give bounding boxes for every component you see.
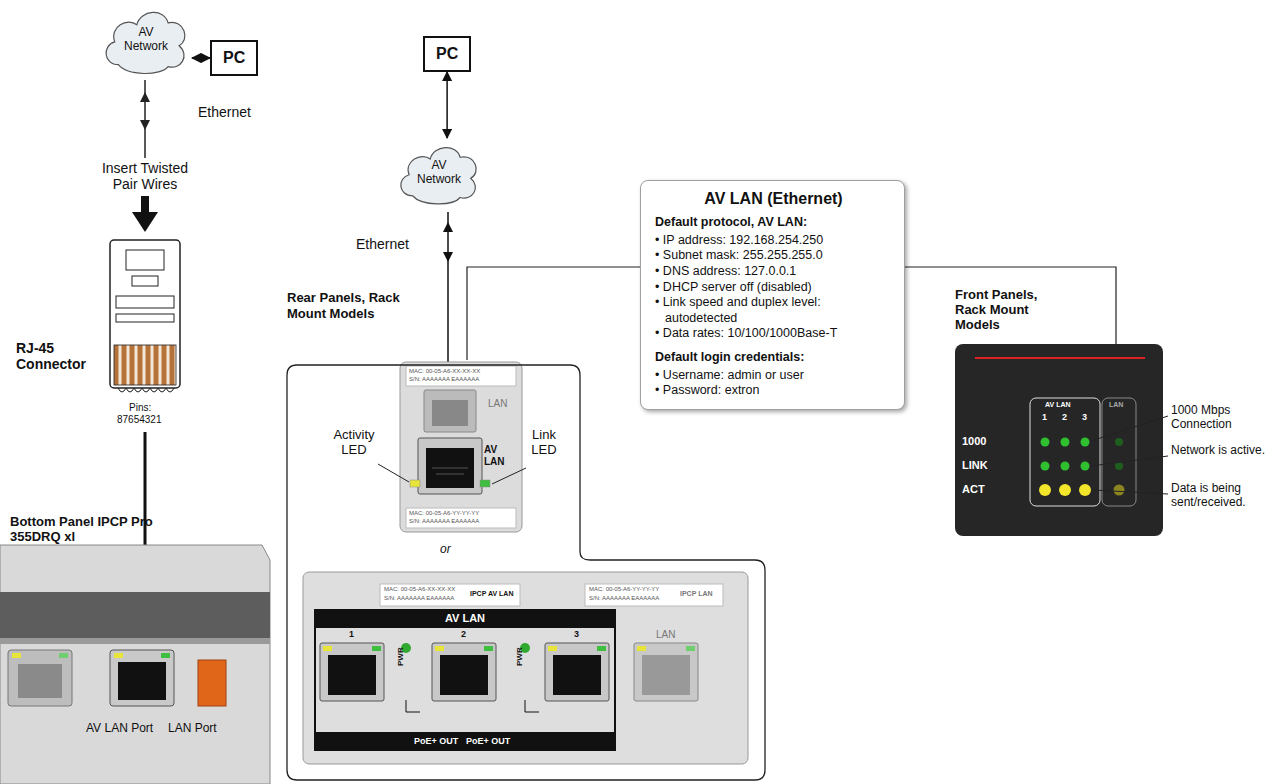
node-text: Default protocol, AV LAN: [655,215,892,231]
node-text: • Subnet mask: 255.255.255.0 [655,248,892,264]
connector [446,72,448,138]
label: 87654321 [117,414,162,426]
node-text: PC [223,49,245,67]
label: Ethernet [198,104,251,120]
label: IPCP LAN [680,590,713,598]
label: PWR [396,647,405,666]
node-text: AV LAN (Ethernet) [655,189,892,209]
label: RJ-45 Connector [16,340,111,372]
label: 1 [349,629,354,639]
node-text: • DHCP server off (disabled) [655,280,892,296]
label: 1000 [962,435,986,448]
label: S/N: AAAAAAA EAAAAAA [409,518,479,525]
label: 3 [1082,412,1087,422]
label: AV LAN [1045,401,1071,409]
label: Front Panels, Rack Mount Models [955,288,1070,333]
node-text: • IP address: 192.168.254.250 [655,233,892,249]
label: PWR [515,647,524,666]
info-box: AV LAN (Ethernet) Default protocol, AV LA… [640,180,905,410]
label: 3 [574,629,579,639]
node-text: • Password: extron [655,383,892,399]
node-text: AV Network [118,26,174,54]
label: or [440,543,451,557]
label: S/N: AAAAAAA EAAAAAA [589,595,659,602]
label: MAC: 00-05-A6-XX-XX-XX [384,586,455,593]
front-panel [955,344,1168,536]
label: ACT [962,483,985,496]
node-text: • DNS address: 127.0.0.1 [655,264,892,280]
label: LAN [1109,401,1123,409]
node-text: AV Network [411,159,467,187]
label: 2 [461,629,466,639]
pc-box: PC [210,40,258,76]
label: Data is being sent/received. [1171,482,1267,510]
node-text: Default login credentials: [655,350,892,366]
label: Link LED [522,428,566,458]
label: PoE+ OUT [466,736,510,746]
label: Network is active. [1171,444,1267,458]
node-text: • Data rates: 10/100/1000Base-T [655,326,892,342]
label: LAN [488,398,507,410]
label: LAN Port [168,722,217,736]
rj45-connector [110,240,180,392]
label: Pins: [129,402,151,414]
label: Activity LED [322,428,386,458]
label: LINK [962,459,988,472]
label: MAC: 00-05-A6-XX-XX-XX [409,368,480,375]
label: 1000 Mbps Connection [1171,404,1267,432]
label: AV LAN [425,612,505,625]
node-text: Rear Panels, Rack Mount Models [287,290,437,321]
label: S/N: AAAAAAA EAAAAAA [409,376,479,383]
label: 2 [1062,412,1067,422]
label: IPCP AV LAN [470,590,513,598]
node-text: • Username: admin or user [655,368,892,384]
label: Bottom Panel IPCP Pro 355DRQ xl [10,515,200,545]
label: LAN [656,629,675,641]
network-cloud: AV Network [395,138,483,208]
label: AV LAN Port [86,722,153,736]
label: MAC: 00-05-A6-YY-YY-YY [409,510,479,517]
label: Ethernet [356,236,409,252]
label: PoE+ OUT [414,736,458,746]
node-text: • Link speed and duplex level: autodetec… [655,295,892,326]
label: AV LAN [484,444,512,467]
network-cloud: AV Network [100,2,192,78]
label: S/N: AAAAAAA EAAAAAA [384,595,454,602]
label: Insert Twisted Pair Wires [90,160,200,192]
label: 1 [1042,412,1047,422]
connector [192,57,210,59]
bottom-panel-device [0,545,270,784]
rear-module-multi [303,572,748,764]
node-text: PC [436,45,458,63]
label: MAC: 00-05-A6-YY-YY-YY [589,586,659,593]
rear-module-single [400,362,522,532]
pc-box: PC [423,36,471,72]
